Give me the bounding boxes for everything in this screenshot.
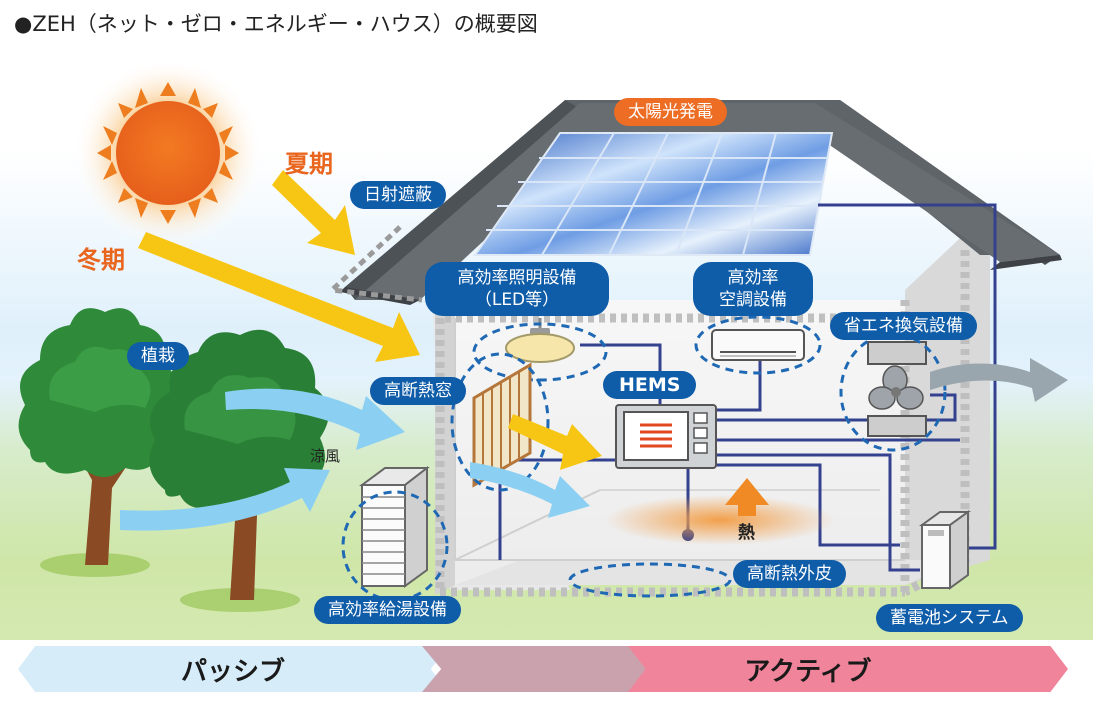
water-heater-label: 高効率給湯設備: [314, 596, 461, 624]
heat-up-arrow-icon: [725, 478, 769, 516]
planting-label: 植栽: [127, 342, 189, 370]
shading-label: 日射遮蔽: [350, 181, 446, 209]
transition-bar: [422, 646, 662, 692]
shading-eave-line: [326, 225, 423, 303]
hems-label: HEMS: [603, 371, 697, 399]
envelope-label: 高断熱外皮: [733, 560, 846, 588]
water-heater-highlight-ring: [341, 490, 449, 602]
aircon-highlight-ring: [694, 315, 822, 375]
battery-label: 蓄電池システム: [876, 604, 1023, 632]
passive-label: パッシブ: [180, 656, 285, 687]
active-label: アクティブ: [744, 656, 872, 687]
hems-panel-icon: [615, 404, 717, 469]
window-label: 高断熱窓: [370, 377, 466, 405]
summer-label: 夏期: [285, 150, 333, 178]
air-conditioner-icon: [711, 329, 805, 361]
solar-panel-icon: [473, 132, 834, 256]
floor-heat-glow: [605, 495, 835, 545]
battery-icon: [918, 510, 972, 590]
water-heater-icon: [358, 465, 430, 588]
winter-label: 冬期: [77, 246, 125, 274]
aircon-label-line1: 高効率: [727, 268, 779, 288]
cool-breeze-label: 涼風: [310, 447, 341, 465]
passive-bar: パッシブ: [18, 646, 448, 692]
page-title: ●ZEH（ネット・ゼロ・エネルギー・ハウス）の概要図: [14, 12, 538, 36]
lighting-highlight-ring: [472, 322, 608, 382]
solar-label: 太陽光発電: [614, 98, 727, 126]
exhaust-air-arrow-icon: [930, 358, 1068, 402]
indoor-sun-arrow-icon: [508, 414, 602, 470]
sun-icon: [73, 58, 263, 248]
insulated-window-icon: [472, 362, 532, 488]
envelope-highlight-ring: [568, 562, 732, 598]
cool-breeze-arrows-icon: [120, 388, 590, 531]
ventilation-label: 省エネ換気設備: [830, 312, 977, 340]
window-highlight-ring: [450, 352, 550, 492]
lighting-label-line1: 高効率照明設備: [457, 268, 577, 288]
led-light-icon: [505, 318, 575, 363]
lighting-label: 高効率照明設備 （LED等）: [425, 262, 609, 316]
lighting-label-line2: （LED等）: [474, 290, 560, 310]
aircon-label-line2: 空調設備: [719, 290, 787, 310]
winter-sun-arrow-icon: [138, 232, 420, 362]
aircon-label: 高効率 空調設備: [693, 262, 813, 316]
heat-label: 熱: [738, 523, 755, 543]
summer-sun-arrow-icon: [272, 170, 355, 255]
ventilation-fan-icon: [867, 341, 927, 437]
active-bar: アクティブ: [628, 646, 1068, 692]
